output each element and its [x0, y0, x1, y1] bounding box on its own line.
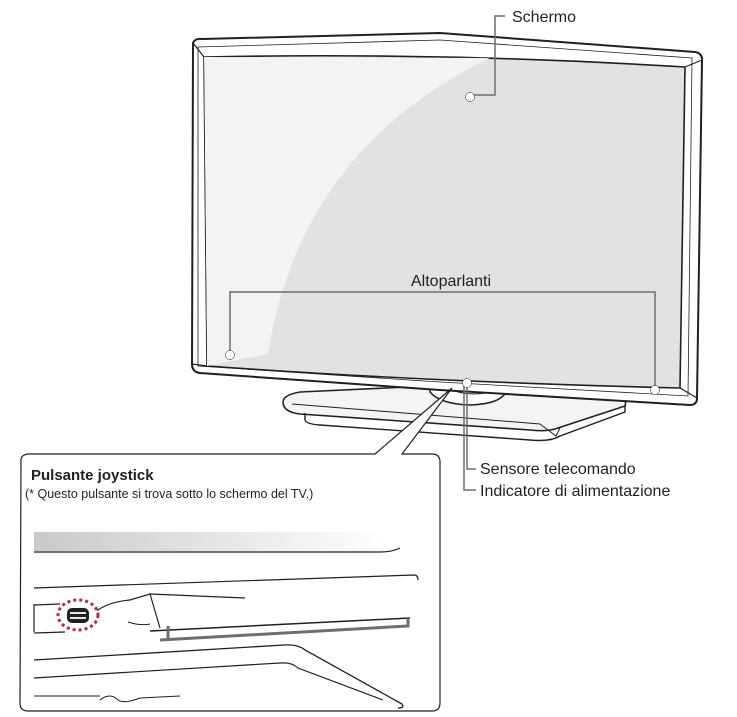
screen-leader	[470, 15, 505, 96]
joystick-button-icon	[56, 598, 100, 632]
screen-dot	[465, 92, 475, 102]
remote-sensor-label: Sensore telecomando	[480, 461, 636, 478]
power-indicator-label: Indicatore di alimentazione	[480, 483, 670, 500]
inset-title: Pulsante joystick	[31, 467, 154, 484]
screen-label: Schermo	[512, 9, 576, 26]
speaker-dot-right	[650, 385, 660, 395]
speaker-leader	[229, 291, 656, 389]
remote-sensor-leader	[466, 383, 476, 470]
sensor-dot	[462, 378, 472, 388]
speakers-label: Altoparlanti	[411, 273, 491, 290]
speaker-dot-left	[225, 350, 235, 360]
joystick-inset: Pulsante joystick (* Questo pulsante si …	[19, 387, 453, 712]
screen-edge-strip	[34, 532, 386, 551]
leader-lines	[229, 15, 656, 491]
power-indicator-leader	[463, 383, 476, 491]
tv-screen	[203, 54, 686, 389]
inset-note: (* Questo pulsante si trova sotto lo sch…	[25, 487, 313, 501]
